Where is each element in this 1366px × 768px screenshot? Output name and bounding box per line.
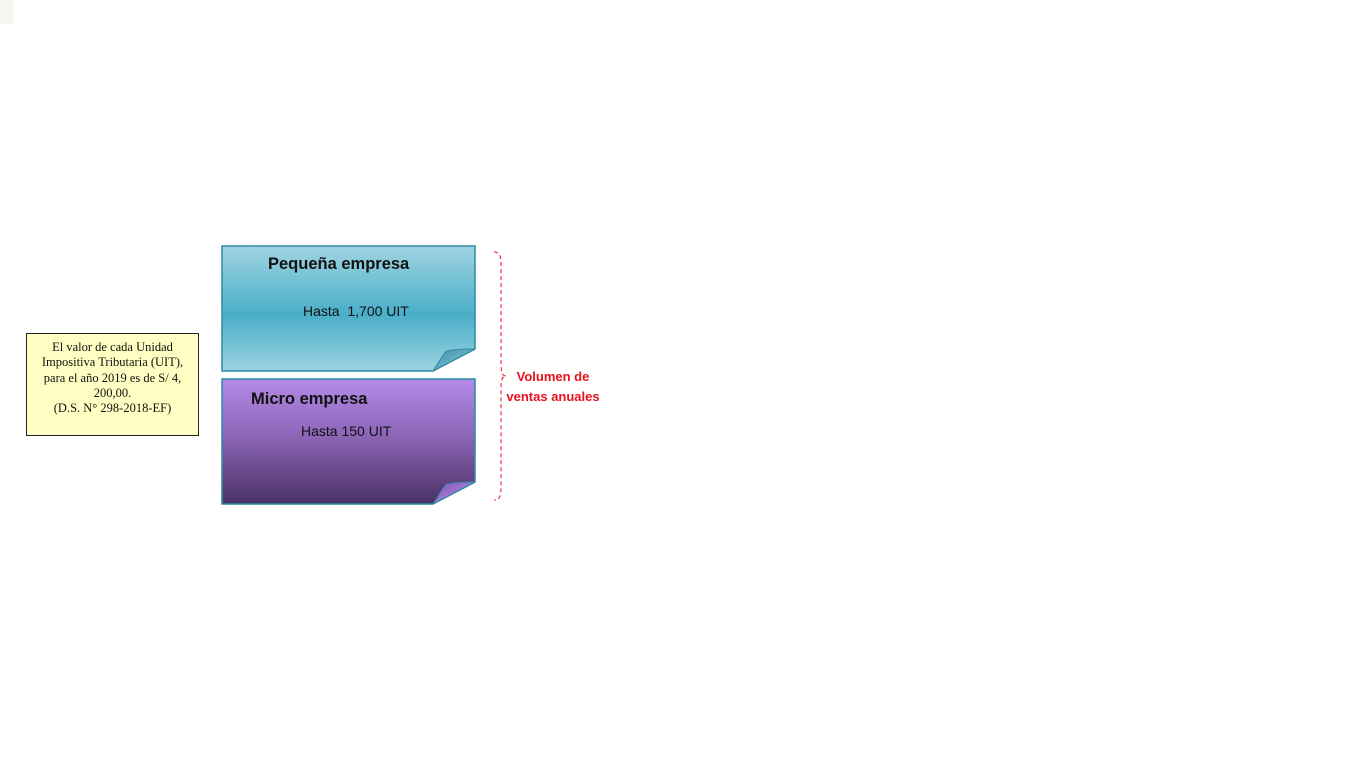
note-line: El valor de cada Unidad bbox=[52, 340, 173, 354]
card-limit: Hasta 1,700 UIT bbox=[303, 303, 409, 319]
note-line: Impositiva Tributaria (UIT), bbox=[41, 355, 184, 370]
right-brace bbox=[493, 251, 507, 501]
brace-label-line: ventas anuales bbox=[506, 389, 600, 404]
card-title: Micro empresa bbox=[251, 390, 368, 408]
brace-label: Volumen de ventas anuales bbox=[503, 367, 603, 407]
note-line: (D.S. N° 298-2018-EF) bbox=[53, 401, 172, 416]
small-business-card-shape bbox=[221, 245, 476, 372]
note-line: para el año 2019 es de S/ 4, bbox=[43, 370, 182, 385]
card-title: Pequeña empresa bbox=[268, 255, 410, 273]
note-line: 200,00. bbox=[93, 385, 132, 400]
card-limit: Hasta 150 UIT bbox=[301, 423, 392, 439]
micro-business-card: Micro empresa Hasta 150 UIT bbox=[221, 378, 476, 506]
micro-business-card-shape bbox=[221, 378, 476, 505]
uit-note-box: El valor de cada Unidad Impositiva Tribu… bbox=[26, 333, 199, 436]
corner-mark bbox=[0, 0, 14, 24]
brace-label-line: Volumen de bbox=[516, 369, 590, 384]
small-business-card: Pequeña empresa Hasta 1,700 UIT bbox=[221, 245, 476, 373]
